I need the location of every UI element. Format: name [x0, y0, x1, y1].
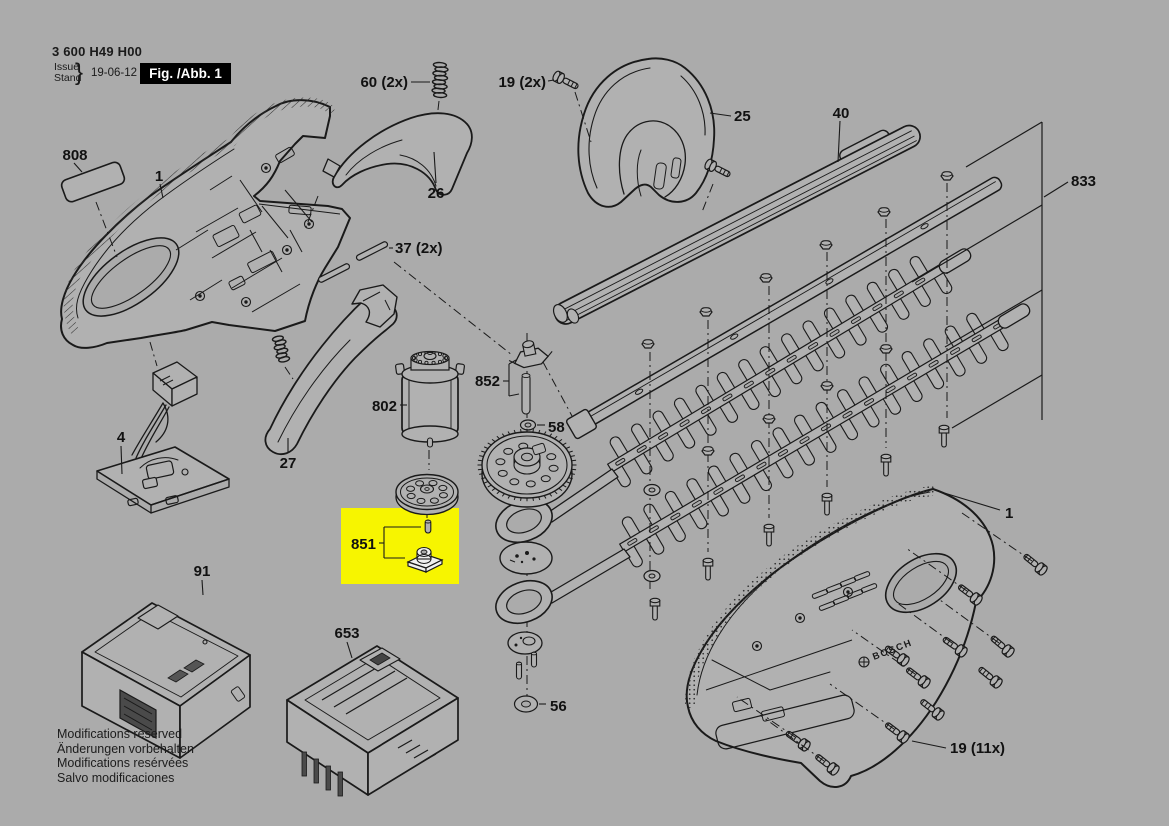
label-washer-58: 58	[548, 419, 565, 436]
label-housing-right: 1	[1005, 505, 1013, 522]
label-charger: 653	[334, 625, 359, 642]
issue-stand-label: Issue Stand	[54, 62, 81, 84]
note-line-fr: Modifications resérvées	[57, 756, 189, 770]
label-screw-19-front: 19 (2x)	[498, 74, 546, 91]
label-tension-pin: 852	[475, 373, 500, 390]
label-switch-assembly: 4	[117, 429, 126, 446]
label-blade-set: 833	[1071, 173, 1096, 190]
issue-date: 19-06-12	[91, 67, 138, 79]
label-housing-left: 1	[155, 168, 163, 185]
issue-label: Issue	[54, 61, 80, 73]
label-blade-guard-rail: 40	[833, 105, 850, 122]
label-type-plate: 808	[62, 147, 87, 164]
highlight-box-851	[341, 508, 459, 584]
note-line-de: Änderungen vorbehalten	[57, 741, 194, 756]
brace-glyph: }	[75, 59, 84, 86]
label-pivot-kit: 851	[351, 536, 376, 553]
label-battery: 91	[194, 563, 211, 580]
note-line-en: Modifications reserved	[57, 727, 183, 741]
figure-number-box: Fig. /Abb. 1	[140, 63, 231, 84]
modifications-note: Modifications reserved Änderungen vorbeh…	[57, 727, 194, 785]
label-hand-guard: 25	[734, 108, 751, 125]
stand-label: Stand	[54, 72, 82, 84]
label-pin-37: 37 (2x)	[395, 240, 443, 257]
type-number: 3 600 H49 H00	[52, 44, 143, 59]
label-washer-56: 56	[550, 698, 567, 715]
label-screw-60: 60 (2x)	[360, 74, 408, 91]
label-front-handle-lower: 27	[280, 455, 297, 472]
label-motor: 802	[372, 398, 397, 415]
note-line-es: Salvo modificaciones	[57, 770, 175, 785]
line-art-layer	[60, 57, 1069, 797]
label-front-handle-upper: 26	[428, 185, 445, 202]
label-screw-19-housing: 19 (11x)	[950, 740, 1005, 757]
